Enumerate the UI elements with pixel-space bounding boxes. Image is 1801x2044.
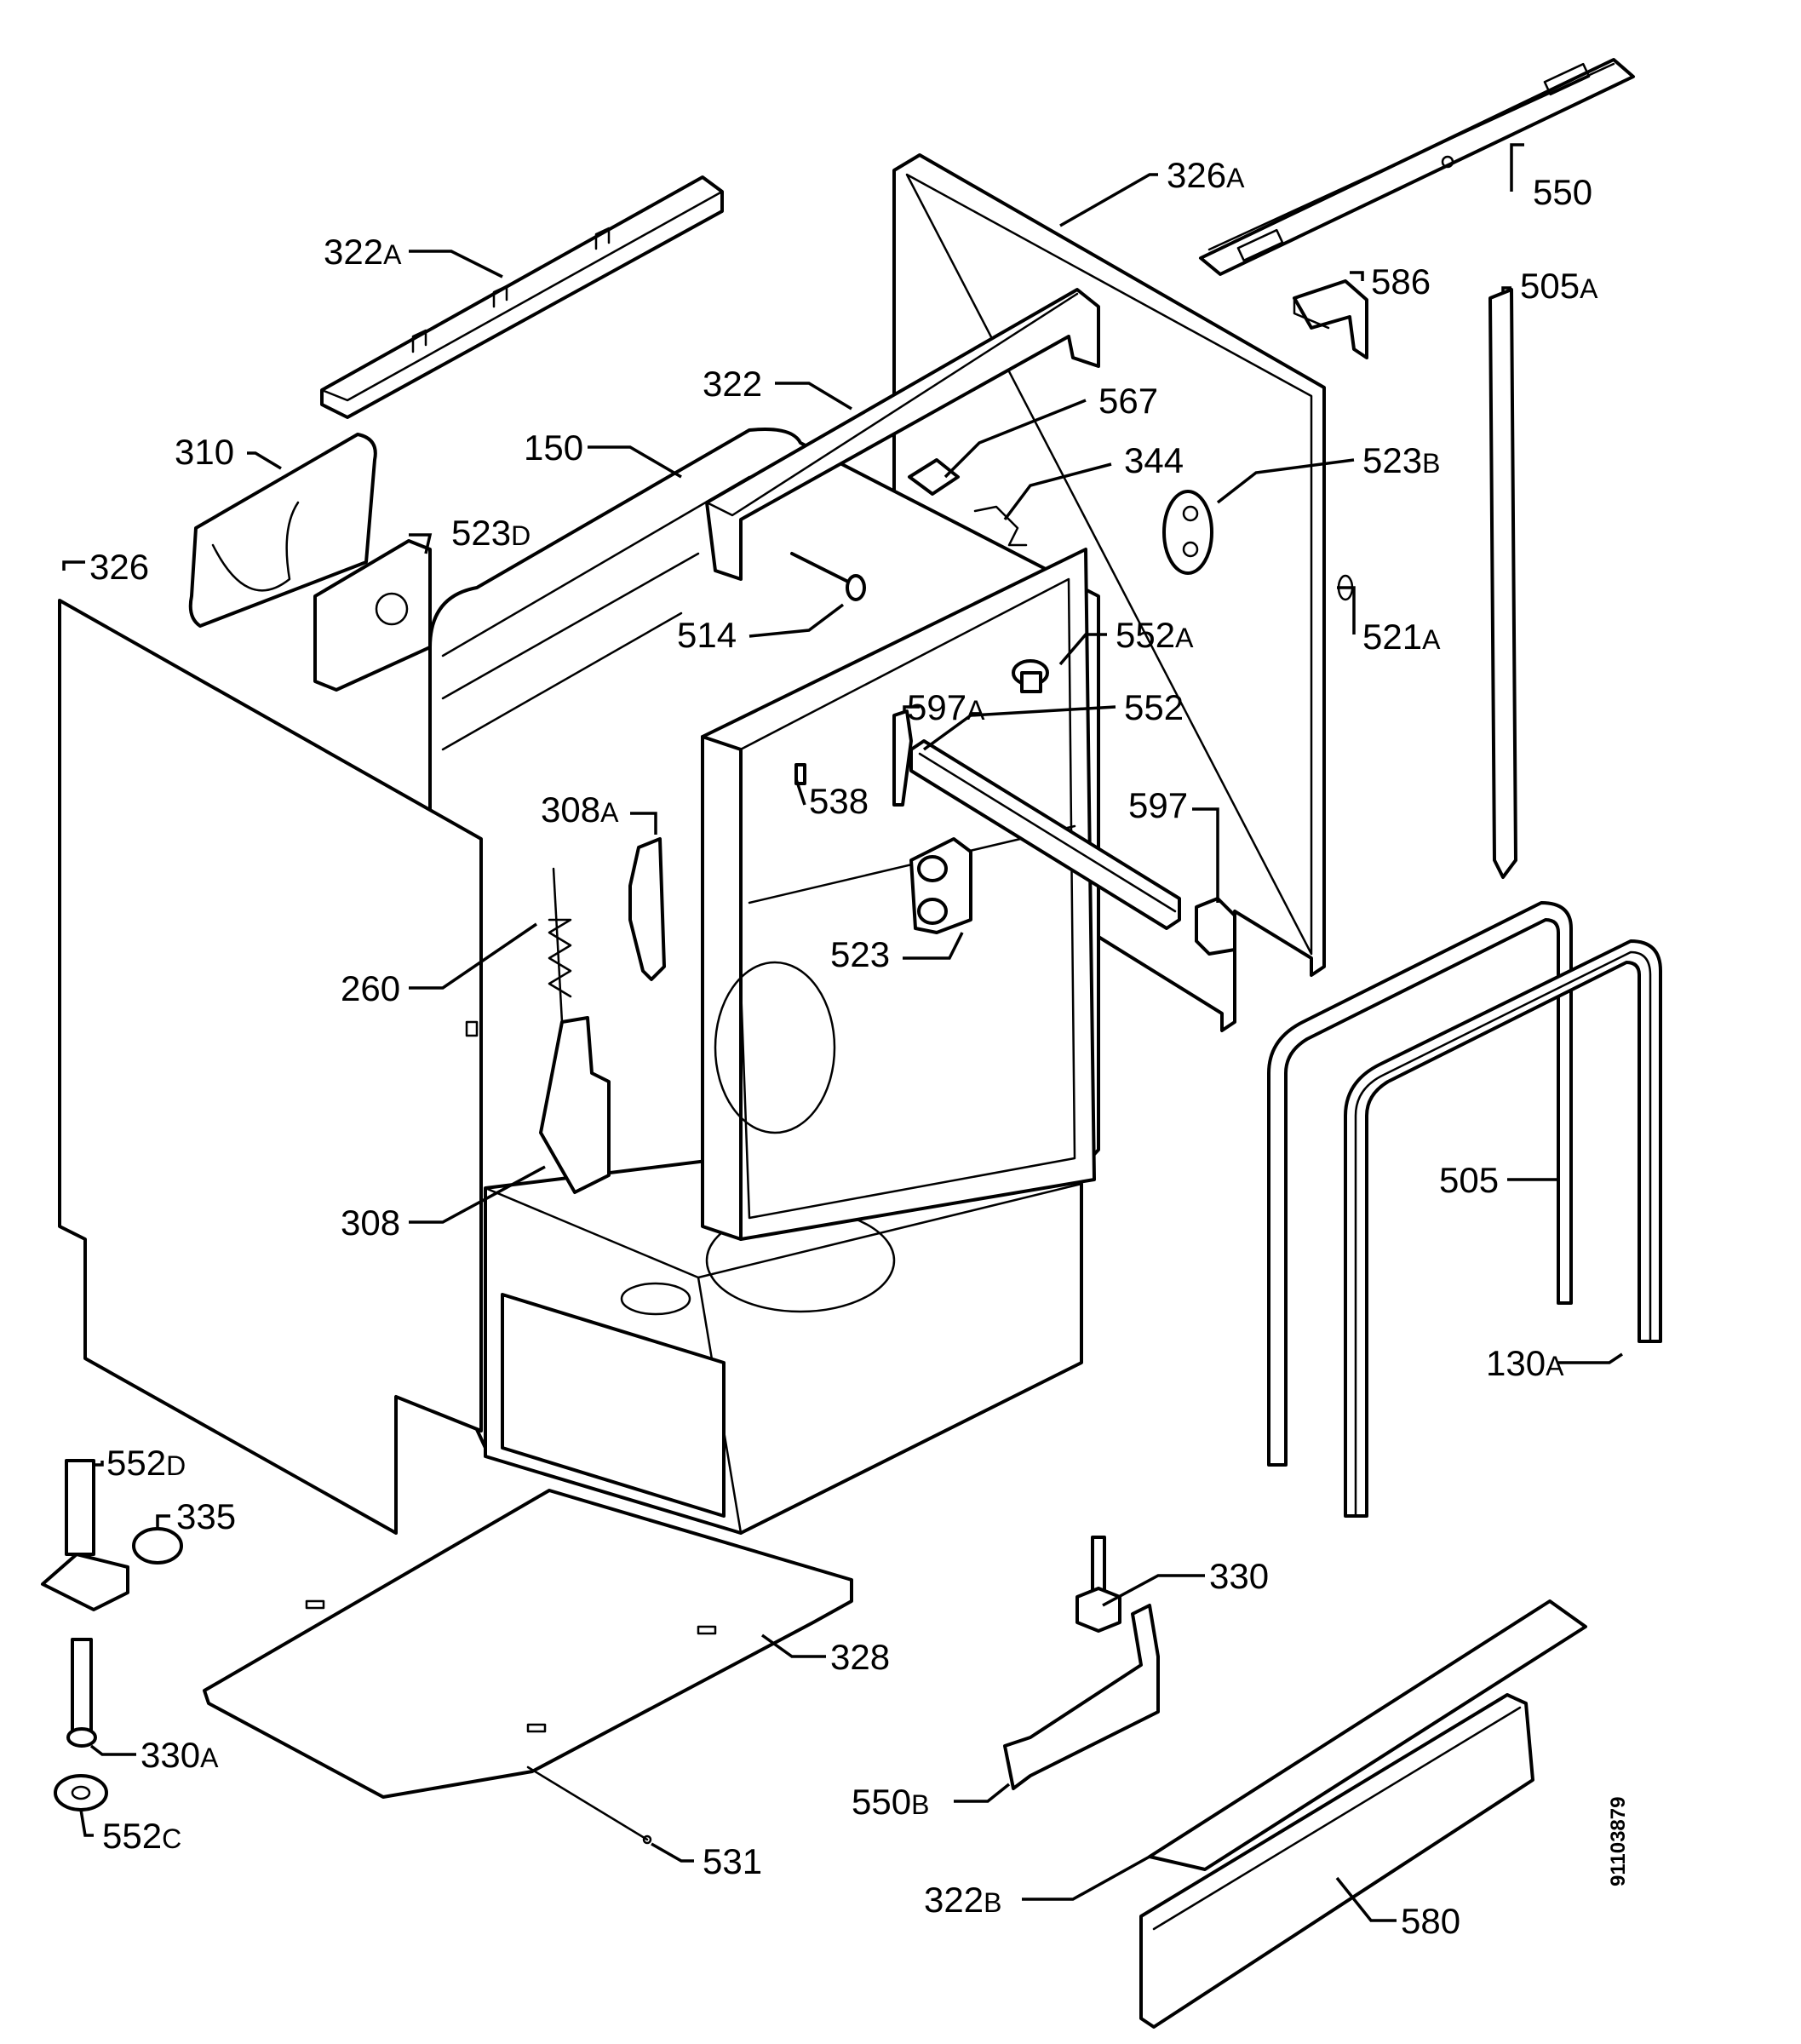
part-523-fittings — [909, 837, 972, 934]
part-523b-gasket — [1162, 490, 1213, 575]
part-586-bracket — [1293, 279, 1368, 359]
callout-labels: 550 326A 586 505A 322A 322 567 310 150 3… — [89, 155, 1598, 1941]
callout-505: 505 — [1439, 1160, 1499, 1200]
part-tub-front-frame — [701, 548, 1096, 1241]
callout-260: 260 — [341, 968, 400, 1008]
part-597a-hook — [892, 709, 913, 807]
part-308a-hinge — [628, 837, 666, 981]
callout-328: 328 — [830, 1637, 890, 1677]
callout-322: 322 — [703, 364, 762, 404]
callout-150: 150 — [524, 428, 583, 468]
part-322a-top-rail — [320, 175, 724, 419]
part-322-cross-rail — [705, 288, 1100, 581]
callout-586: 586 — [1371, 261, 1431, 301]
part-335-gear — [132, 1527, 183, 1565]
callout-308a: 308A — [541, 789, 619, 830]
callout-130a: 130A — [1486, 1343, 1564, 1383]
part-550-mounting-rail — [1199, 58, 1635, 276]
callout-344: 344 — [1124, 440, 1184, 480]
callout-310: 310 — [175, 432, 234, 472]
part-538-screw — [794, 763, 806, 785]
callout-580: 580 — [1401, 1901, 1460, 1941]
part-260-spring — [548, 867, 572, 1024]
part-523d-gasket — [313, 539, 432, 692]
leader-lines — [62, 143, 1623, 1922]
callout-523: 523 — [830, 934, 890, 974]
part-531-rod — [526, 1766, 652, 1845]
part-330-foot-screw — [1075, 1536, 1121, 1633]
callout-552d: 552D — [106, 1443, 186, 1483]
part-base-frame — [484, 1122, 1083, 1535]
part-552-rail — [909, 739, 1181, 930]
callout-550b: 550B — [852, 1782, 929, 1822]
callout-567: 567 — [1098, 381, 1158, 421]
callout-514: 514 — [677, 615, 737, 655]
part-344-spring — [973, 505, 1028, 547]
part-505-seal — [1267, 901, 1573, 1467]
callout-335: 335 — [176, 1496, 236, 1536]
part-514-pin — [790, 552, 866, 601]
callout-322b: 322B — [924, 1880, 1001, 1920]
part-550b-bracket — [1003, 1604, 1160, 1790]
part-322b-rail — [1148, 1599, 1587, 1871]
callout-597: 597 — [1128, 785, 1188, 825]
callout-552a: 552A — [1116, 615, 1194, 655]
callout-538: 538 — [809, 781, 869, 821]
part-552a-knob — [1012, 659, 1049, 693]
part-552d-foot — [41, 1459, 129, 1611]
callout-531: 531 — [703, 1841, 762, 1881]
callout-597a: 597A — [907, 687, 985, 727]
callout-552: 552 — [1124, 687, 1184, 727]
callout-552c: 552C — [102, 1816, 181, 1856]
part-308-hinge — [539, 1016, 611, 1194]
part-328-plate — [203, 1489, 853, 1799]
callout-326: 326 — [89, 547, 149, 587]
callout-322a: 322A — [324, 232, 402, 272]
part-552c-washer — [54, 1774, 108, 1811]
callout-521a: 521A — [1362, 617, 1441, 657]
callout-326a: 326A — [1167, 155, 1245, 195]
part-326-door-panel — [58, 599, 483, 1535]
callout-523b: 523B — [1362, 440, 1440, 480]
callout-330a: 330A — [141, 1735, 219, 1775]
part-505a-strip — [1488, 288, 1517, 879]
callout-523d: 523D — [451, 513, 531, 553]
part-330a-screw — [66, 1638, 97, 1748]
part-567-clip — [908, 458, 960, 496]
part-580-kickplate — [1139, 1693, 1534, 2029]
callout-330: 330 — [1209, 1556, 1269, 1596]
part-310-cover — [188, 433, 377, 628]
callout-308: 308 — [341, 1203, 400, 1243]
document-number: 91103879 — [1607, 1797, 1630, 1886]
part-130a-seal — [1344, 939, 1662, 1518]
callout-550: 550 — [1533, 172, 1592, 212]
callout-505a: 505A — [1520, 266, 1598, 306]
